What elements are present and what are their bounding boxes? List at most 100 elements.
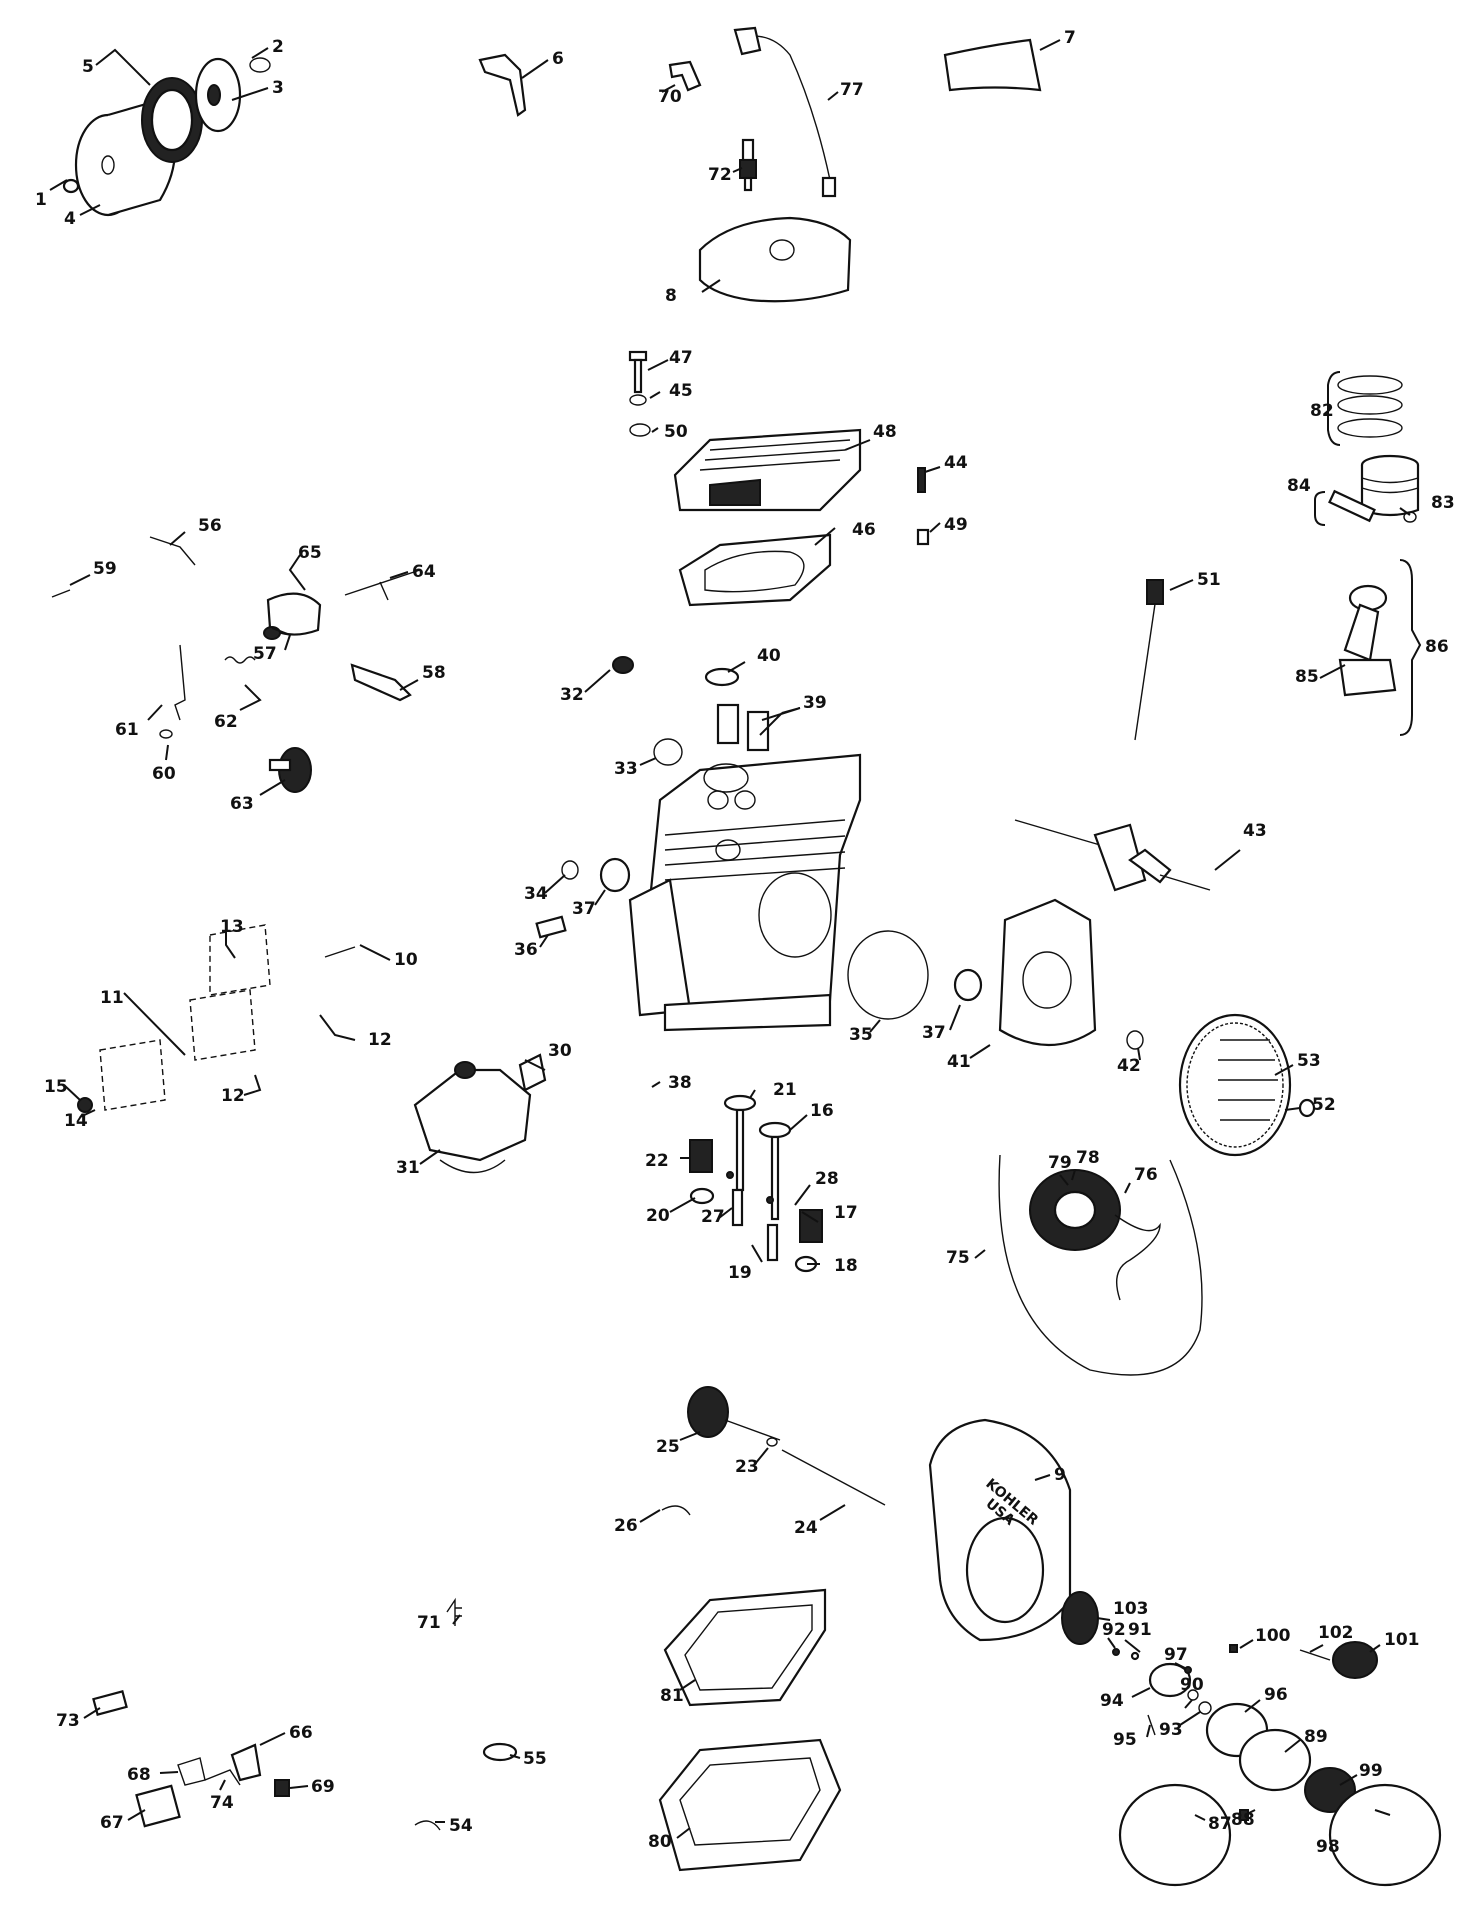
callout-3: 3 (272, 78, 284, 98)
callout-36: 36 (514, 940, 538, 960)
callout-4: 4 (64, 209, 76, 229)
solenoid-67 (135, 1784, 181, 1828)
callout-102: 102 (1318, 1623, 1354, 1643)
callout-45: 45 (669, 381, 693, 401)
throttle-plate (350, 663, 412, 702)
callout-50: 50 (664, 422, 688, 442)
callout-91: 91 (1128, 1620, 1152, 1640)
callout-93: 93 (1159, 1720, 1183, 1740)
callout-68: 68 (127, 1765, 151, 1785)
governor-lever (174, 644, 186, 721)
callout-61: 61 (115, 720, 139, 740)
carburetor-gasket (518, 1053, 547, 1092)
callout-10: 10 (394, 950, 418, 970)
callout-37b: 37 (922, 1023, 946, 1043)
callout-76: 76 (1134, 1165, 1158, 1185)
elbow-fitting (668, 60, 702, 92)
callout-60: 60 (152, 764, 176, 784)
governor-shaft (344, 569, 421, 601)
callout-8: 8 (665, 286, 677, 306)
bearing-37 (599, 857, 631, 893)
starter-housing-87 (1118, 1783, 1232, 1887)
dipstick (1134, 579, 1164, 741)
callout-17: 17 (834, 1203, 858, 1223)
valve-guides (716, 703, 770, 752)
spacer-23 (766, 1437, 778, 1447)
keeper (726, 1171, 734, 1179)
screw-92 (1112, 1648, 1120, 1656)
washer-93 (1198, 1701, 1212, 1715)
callout-19: 19 (728, 1263, 752, 1283)
head-bolt (628, 350, 648, 394)
head-gasket (678, 533, 832, 607)
callout-49: 49 (944, 515, 968, 535)
clip-54 (414, 1820, 441, 1831)
washer-2 (629, 423, 651, 437)
callout-67: 67 (100, 1813, 124, 1833)
callout-22: 22 (645, 1151, 669, 1171)
oil-pan (658, 1738, 842, 1872)
starter-handle-101 (1332, 1641, 1378, 1679)
callout-38: 38 (668, 1073, 692, 1093)
cover-55 (482, 1742, 518, 1762)
callout-2: 2 (272, 37, 284, 57)
callout-99: 99 (1359, 1761, 1383, 1781)
callout-47: 47 (669, 348, 693, 368)
callout-79: 79 (1048, 1153, 1072, 1173)
head-baffle (698, 216, 852, 303)
oil-seal-37b (953, 968, 983, 1002)
callout-88: 88 (1231, 1810, 1255, 1830)
callout-46: 46 (852, 520, 876, 540)
oil-seal-34 (561, 860, 579, 880)
choke-linkage-74 (204, 1769, 241, 1786)
leader-lines (49, 39, 1422, 1839)
screen (1061, 1591, 1099, 1645)
cylinder-shield (943, 38, 1042, 92)
callout-5: 5 (82, 57, 94, 77)
bracket (478, 53, 527, 117)
callout-21: 21 (773, 1080, 797, 1100)
callout-52: 52 (1312, 1095, 1336, 1115)
washer-91 (1130, 1651, 1140, 1661)
pin-88 (1239, 1809, 1249, 1821)
callout-27: 27 (701, 1207, 725, 1227)
callout-24: 24 (794, 1518, 818, 1538)
choke-lever-66 (230, 1743, 262, 1782)
callout-31: 31 (396, 1158, 420, 1178)
callout-15: 15 (44, 1077, 68, 1097)
callout-65: 65 (298, 543, 322, 563)
stator-assembly (998, 1154, 1203, 1376)
callout-54: 54 (449, 1816, 473, 1836)
connecting-rod (1338, 584, 1397, 697)
keeper-2 (766, 1196, 774, 1204)
air-cleaner-base (194, 57, 242, 133)
spark-plug (739, 138, 757, 192)
callout-69: 69 (311, 1777, 335, 1797)
callout-59: 59 (93, 559, 117, 579)
callout-77: 77 (840, 80, 864, 100)
callout-72: 72 (708, 165, 732, 185)
callout-62: 62 (214, 712, 238, 732)
washer-40 (704, 667, 740, 687)
callout-97: 97 (1164, 1645, 1188, 1665)
callout-56: 56 (198, 516, 222, 536)
gasket-68 (177, 1757, 206, 1786)
washer (629, 394, 647, 406)
callout-70: 70 (658, 87, 682, 107)
screw (51, 589, 71, 598)
oil-pan-gasket (663, 1588, 827, 1707)
plug-36 (535, 915, 567, 939)
nut-15 (77, 1097, 93, 1113)
screw-100 (1229, 1644, 1238, 1653)
callout-6: 6 (552, 49, 564, 69)
callout-98: 98 (1316, 1837, 1340, 1857)
callout-74: 74 (210, 1793, 234, 1813)
cylinder-block (628, 753, 862, 1032)
callout-37a: 37 (572, 899, 596, 919)
governor-gear (268, 747, 312, 793)
callout-71: 71 (417, 1613, 441, 1633)
callout-89: 89 (1304, 1727, 1328, 1747)
callout-34: 34 (524, 884, 548, 904)
callout-7: 7 (1064, 28, 1076, 48)
